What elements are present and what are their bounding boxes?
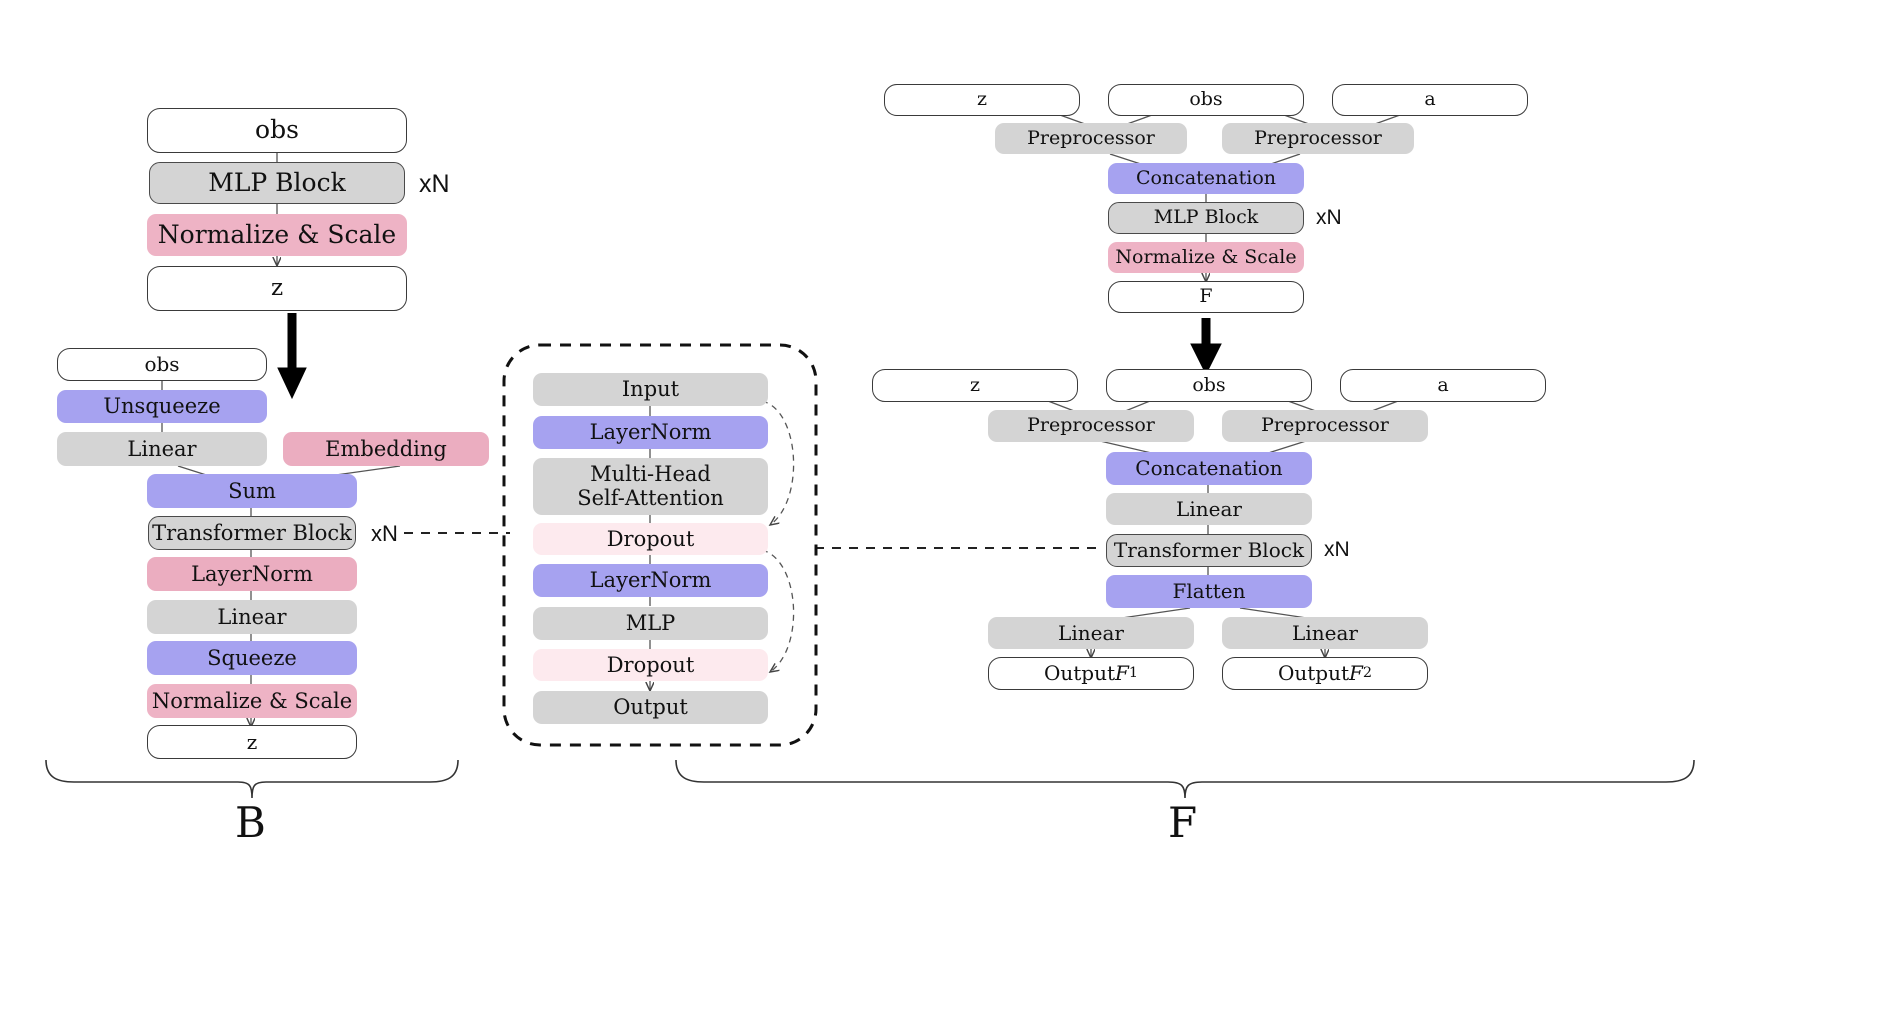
node-normalize-scale-top[interactable]: Normalize & Scale: [1108, 242, 1304, 273]
node-preprocessor-bottom-1[interactable]: Preprocessor: [988, 410, 1194, 442]
node-input-a-bottom[interactable]: a: [1340, 369, 1546, 402]
node-obs-b[interactable]: obs: [57, 348, 267, 381]
node-linear-bottom[interactable]: Linear: [1106, 493, 1312, 525]
node-input-obs-bottom[interactable]: obs: [1106, 369, 1312, 402]
node-tb-multi-head-self-attention[interactable]: Multi-Head Self-Attention: [533, 458, 768, 515]
node-tb-output[interactable]: Output: [533, 691, 768, 724]
node-normalize-scale-b[interactable]: Normalize & Scale: [147, 684, 357, 718]
node-tb-mlp[interactable]: MLP: [533, 607, 768, 640]
node-head-linear-2[interactable]: Linear: [1222, 617, 1428, 649]
node-head-linear-1[interactable]: Linear: [988, 617, 1194, 649]
node-input-z-top[interactable]: z: [884, 84, 1080, 116]
node-sum-b[interactable]: Sum: [147, 474, 357, 508]
multiplier-label-bottom-f: xN: [1324, 538, 1350, 561]
node-tb-input[interactable]: Input: [533, 373, 768, 406]
node-normalize-scale-encoder[interactable]: Normalize & Scale: [147, 214, 407, 256]
multiplier-label-encoder: xN: [419, 170, 450, 198]
node-mlp-block-encoder[interactable]: MLP Block: [149, 162, 405, 204]
node-tb-layernorm-2[interactable]: LayerNorm: [533, 564, 768, 597]
output-f1-symbol: F: [1115, 661, 1129, 685]
node-preprocessor-top-1[interactable]: Preprocessor: [995, 123, 1187, 154]
node-f-top[interactable]: F: [1108, 281, 1304, 313]
node-squeeze-b[interactable]: Squeeze: [147, 641, 357, 675]
node-concatenation-top[interactable]: Concatenation: [1108, 163, 1304, 194]
node-input-obs-top[interactable]: obs: [1108, 84, 1304, 116]
node-layernorm-b[interactable]: LayerNorm: [147, 557, 357, 591]
node-linear-b-2[interactable]: Linear: [147, 600, 357, 634]
node-z-encoder[interactable]: z: [147, 266, 407, 311]
output-f2-symbol: F: [1349, 661, 1363, 685]
node-tb-dropout-2[interactable]: Dropout: [533, 649, 768, 681]
multiplier-label-top-f: xN: [1316, 206, 1342, 229]
brace-label-b: B: [235, 798, 266, 847]
output-f2-sub: 2: [1362, 664, 1373, 681]
node-concatenation-bottom[interactable]: Concatenation: [1106, 452, 1312, 485]
node-tb-layernorm-1[interactable]: LayerNorm: [533, 416, 768, 449]
node-output-f1[interactable]: Output F 1: [988, 657, 1194, 690]
output-f1-sub: 1: [1128, 664, 1139, 681]
node-mlp-block-top[interactable]: MLP Block: [1108, 202, 1304, 234]
node-unsqueeze-b[interactable]: Unsqueeze: [57, 390, 267, 423]
multiplier-label-b: xN: [371, 521, 398, 546]
output-f2-prefix: Output: [1277, 661, 1349, 685]
node-transformer-block-bottom[interactable]: Transformer Block: [1106, 534, 1312, 567]
node-obs-encoder[interactable]: obs: [147, 108, 407, 153]
node-flatten-bottom[interactable]: Flatten: [1106, 575, 1312, 608]
brace-label-f: F: [1168, 798, 1198, 847]
node-output-f2[interactable]: Output F 2: [1222, 657, 1428, 690]
node-input-z-bottom[interactable]: z: [872, 369, 1078, 402]
node-preprocessor-bottom-2[interactable]: Preprocessor: [1222, 410, 1428, 442]
mhsa-line-1: Multi-Head: [590, 461, 711, 486]
node-linear-b-1[interactable]: Linear: [57, 432, 267, 466]
node-transformer-block-b[interactable]: Transformer Block: [148, 516, 356, 550]
node-z-b[interactable]: z: [147, 725, 357, 759]
mhsa-line-2: Self-Attention: [577, 485, 724, 510]
output-f1-prefix: Output: [1043, 661, 1115, 685]
node-tb-dropout-1[interactable]: Dropout: [533, 523, 768, 555]
node-input-a-top[interactable]: a: [1332, 84, 1528, 116]
node-embedding-b[interactable]: Embedding: [283, 432, 489, 466]
node-preprocessor-top-2[interactable]: Preprocessor: [1222, 123, 1414, 154]
